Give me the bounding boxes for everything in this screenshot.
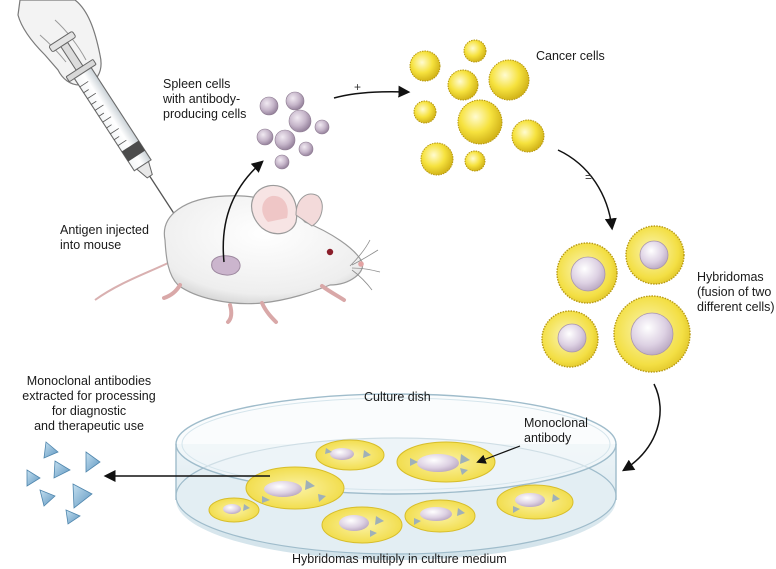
hybridoma-cluster xyxy=(541,225,691,373)
cancer-cell xyxy=(511,119,545,153)
antibody-icon xyxy=(65,509,81,525)
arrow-cancer-to-hybridoma xyxy=(557,149,617,231)
spleen-cell-cluster xyxy=(256,91,330,170)
hybridoma-cell xyxy=(613,295,691,373)
cancer-cell xyxy=(409,50,441,82)
label-cancer-cells: Cancer cells xyxy=(536,49,605,63)
equals-operator: = xyxy=(585,170,593,184)
cancer-cell xyxy=(464,150,486,172)
process-arrows xyxy=(103,85,661,482)
spleen-cell xyxy=(274,154,290,170)
cancer-cell-cluster xyxy=(409,39,545,176)
arrow-hybridoma-to-dish xyxy=(621,383,661,472)
syringe-icon xyxy=(48,31,186,231)
hybridoma-cell xyxy=(541,310,599,368)
label-hybridomas-multiply: Hybridomas multiply in culture medium xyxy=(292,552,507,566)
cancer-cell xyxy=(447,69,479,101)
spleen-cell xyxy=(259,96,279,116)
arrow-spleen-to-cancer xyxy=(333,85,411,99)
spleen-cell xyxy=(285,91,305,111)
spleen-cell xyxy=(256,128,274,146)
cancer-cell xyxy=(457,99,503,145)
antibody-icon xyxy=(26,469,41,487)
extracted-antibodies xyxy=(26,441,101,525)
antibody-icon xyxy=(72,483,93,509)
label-culture-dish: Culture dish xyxy=(364,390,431,404)
label-antigen-injected: Antigen injected into mouse xyxy=(60,223,149,252)
dish-hybridoma xyxy=(396,441,496,483)
spleen-cell xyxy=(274,129,296,151)
plus-operator: + xyxy=(354,80,362,94)
dish-hybridoma xyxy=(321,506,403,544)
dish-hybridoma xyxy=(208,497,260,523)
culture-dish xyxy=(175,393,617,560)
cancer-cell xyxy=(420,142,454,176)
dish-hybridoma xyxy=(496,484,574,520)
spleen-cell xyxy=(288,109,312,133)
arrow-mouse-to-spleen xyxy=(222,160,264,263)
leader-monoclonal-antibody xyxy=(476,445,521,464)
label-spleen-cells: Spleen cells with antibody- producing ce… xyxy=(163,77,247,121)
hybridoma-cell xyxy=(556,242,618,304)
dish-hybridoma xyxy=(245,466,345,510)
label-monoclonal-extracted: Monoclonal antibodies extracted for proc… xyxy=(22,374,156,433)
label-monoclonal-antibody: Monoclonal antibody xyxy=(524,416,588,445)
dish-hybridoma xyxy=(404,499,476,533)
dish-hybridoma xyxy=(315,439,385,471)
mouse-illustration xyxy=(94,184,381,324)
antibody-icon xyxy=(85,451,101,473)
cancer-cell xyxy=(488,59,530,101)
antibody-icon xyxy=(39,489,56,507)
cancer-cell xyxy=(463,39,487,63)
spleen-cell xyxy=(314,119,330,135)
label-hybridomas: Hybridomas (fusion of two different cell… xyxy=(697,270,775,314)
cancer-cell xyxy=(413,100,437,124)
spleen-cell xyxy=(298,141,314,157)
antibody-icon xyxy=(43,441,59,459)
hybridoma-cell xyxy=(625,225,685,285)
antibody-icon xyxy=(53,460,71,479)
